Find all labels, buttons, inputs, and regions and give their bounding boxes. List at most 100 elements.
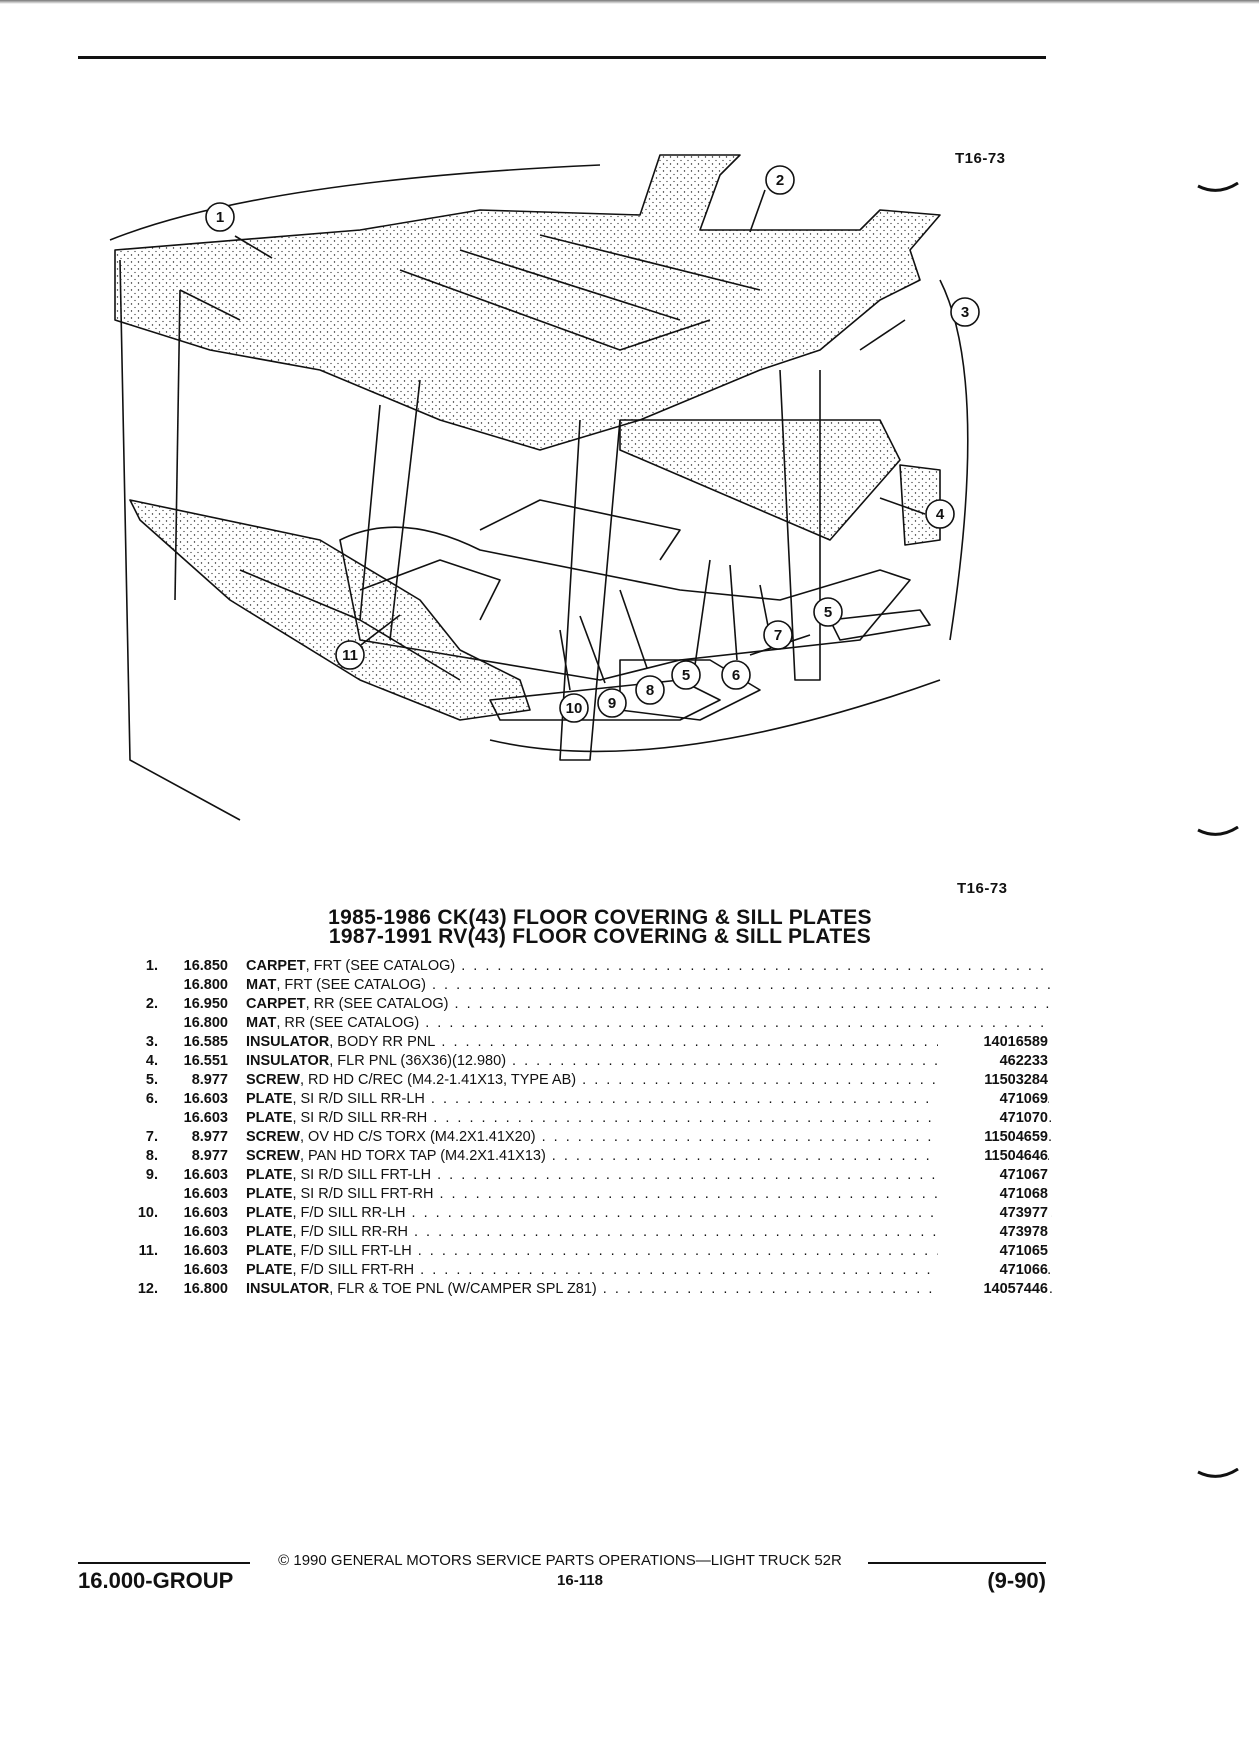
part-description: INSULATOR, FLR PNL (36X36)(12.980) . . .… <box>246 1052 1052 1071</box>
part-detail: , PAN HD TORX TAP (M4.2X1.41X13) <box>299 1148 546 1164</box>
revision-date: (9-90) <box>987 1568 1046 1593</box>
part-detail: , BODY RR PNL <box>329 1034 436 1050</box>
part-detail: , FRT (SEE CATALOG) <box>305 958 456 974</box>
figure-code-bottom: T16-73 <box>957 880 1008 897</box>
leader-dots: . . . . . . . . . . . . . . . . . . . . … <box>425 1015 1052 1031</box>
part-detail: , F/D SILL RR-LH <box>292 1205 406 1221</box>
insulator-pad-shape <box>899 464 941 546</box>
part-name: PLATE <box>246 1262 293 1278</box>
part-detail: , SI R/D SILL FRT-RH <box>292 1186 434 1202</box>
part-description: SCREW, RD HD C/REC (M4.2-1.41X13, TYPE A… <box>246 1071 1052 1090</box>
callout-5: 5 <box>824 604 832 621</box>
callout-6: 6 <box>732 667 740 684</box>
leader-dots: . . . . . . . . . . . . . . . . . . . . … <box>541 1129 1052 1145</box>
part-description: PLATE, SI R/D SILL RR-RH . . . . . . . .… <box>246 1109 1052 1128</box>
section-title-line2: 1987-1991 RV(43) FLOOR COVERING & SILL P… <box>328 925 872 948</box>
callout-4: 4 <box>936 506 945 523</box>
part-detail: , RR (SEE CATALOG) <box>305 996 449 1012</box>
leader-dots: . . . . . . . . . . . . . . . . . . . . … <box>512 1053 1052 1069</box>
part-detail: , FLR PNL (36X36)(12.980) <box>329 1053 507 1069</box>
part-description: CARPET, RR (SEE CATALOG) . . . . . . . .… <box>246 995 1052 1014</box>
part-description: PLATE, SI R/D SILL RR-LH . . . . . . . .… <box>246 1090 1052 1109</box>
callout-3: 3 <box>961 304 969 321</box>
part-name: MAT <box>246 977 277 993</box>
part-number: 14016589 <box>938 1033 1048 1052</box>
part-description: SCREW, OV HD C/S TORX (M4.2X1.41X20) . .… <box>246 1128 1052 1147</box>
part-name: CARPET <box>246 958 306 974</box>
section-title-line1: 1985-1986 CK(43) FLOOR COVERING & SILL P… <box>328 906 872 929</box>
item-number: 11. <box>138 1243 158 1259</box>
binder-hole-mark <box>1197 182 1239 192</box>
callout-1: 1 <box>216 209 224 226</box>
part-number: 471065 <box>938 1242 1048 1261</box>
part-detail: , SI R/D SILL RR-RH <box>292 1110 428 1126</box>
group-code: 16.603 <box>183 1205 228 1221</box>
group-code: 8.977 <box>191 1148 228 1164</box>
leader-dots: . . . . . . . . . . . . . . . . . . . . … <box>433 1110 1052 1126</box>
part-number: 11503284 <box>938 1071 1048 1090</box>
group-code: 16.800 <box>183 1281 228 1297</box>
part-number: 471067 <box>938 1166 1048 1185</box>
callout-11: 11 <box>342 647 358 664</box>
part-name: SCREW <box>246 1129 300 1145</box>
page-top-edge <box>0 0 1259 4</box>
item-number: 9. <box>145 1167 158 1183</box>
part-description: PLATE, F/D SILL FRT-RH . . . . . . . . .… <box>246 1261 1052 1280</box>
part-name: PLATE <box>246 1205 293 1221</box>
item-number: 6. <box>145 1091 158 1107</box>
group-code: 16.603 <box>183 1110 228 1126</box>
part-description: MAT, RR (SEE CATALOG) . . . . . . . . . … <box>246 1014 1052 1033</box>
figure-code-top: T16-73 <box>955 150 1006 167</box>
part-detail: , RR (SEE CATALOG) <box>276 1015 420 1031</box>
footer-rule-left <box>78 1562 250 1564</box>
part-name: CARPET <box>246 996 306 1012</box>
part-name: MAT <box>246 1015 277 1031</box>
leader-dots: . . . . . . . . . . . . . . . . . . . . … <box>430 1091 1052 1107</box>
group-code: 16.850 <box>183 958 228 974</box>
leader-dots: . . . . . . . . . . . . . . . . . . . . … <box>461 958 1052 974</box>
leader-dots: . . . . . . . . . . . . . . . . . . . . … <box>417 1243 1052 1259</box>
item-number: 12. <box>137 1281 158 1297</box>
part-description: PLATE, F/D SILL RR-RH . . . . . . . . . … <box>246 1223 1052 1242</box>
item-number: 5. <box>145 1072 158 1088</box>
parts-row: 16.603 PLATE, F/D SILL RR-RH . . . . . . … <box>118 1223 1052 1242</box>
leader-dots: . . . . . . . . . . . . . . . . . . . . … <box>411 1205 1052 1221</box>
part-number: 471066 <box>938 1261 1048 1280</box>
part-detail: , RD HD C/REC (M4.2-1.41X13, TYPE AB) <box>299 1072 577 1088</box>
group-code: 16.603 <box>183 1224 228 1240</box>
part-name: SCREW <box>246 1148 300 1164</box>
part-detail: , FLR & TOE PNL (W/CAMPER SPL Z81) <box>329 1281 597 1297</box>
part-name: INSULATOR <box>246 1034 330 1050</box>
item-number: 2. <box>145 996 158 1012</box>
part-name: PLATE <box>246 1224 293 1240</box>
item-number: 3. <box>145 1034 158 1050</box>
group-code: 16.800 <box>183 977 228 993</box>
part-number: 11504659 <box>938 1128 1048 1147</box>
part-number: 471069 <box>938 1090 1048 1109</box>
part-description: MAT, FRT (SEE CATALOG) . . . . . . . . .… <box>246 976 1052 995</box>
part-number: 11504646 <box>938 1147 1048 1166</box>
part-description: PLATE, F/D SILL FRT-LH . . . . . . . . .… <box>246 1242 1052 1261</box>
group-code: 16.603 <box>183 1091 228 1107</box>
part-number: 471070 <box>938 1109 1048 1128</box>
group-code: 16.603 <box>183 1167 228 1183</box>
leader-dots: . . . . . . . . . . . . . . . . . . . . … <box>439 1186 1052 1202</box>
part-number: 14057446 <box>938 1280 1048 1299</box>
part-description: PLATE, SI R/D SILL FRT-RH . . . . . . . … <box>246 1185 1052 1204</box>
parts-row: 8. 8.977 SCREW, PAN HD TORX TAP (M4.2X1.41… <box>118 1147 1052 1166</box>
part-detail: , OV HD C/S TORX (M4.2X1.41X20) <box>299 1129 536 1145</box>
item-number: 4. <box>145 1053 158 1069</box>
item-number: 7. <box>145 1129 158 1145</box>
callout-7: 7 <box>774 627 782 644</box>
part-name: PLATE <box>246 1186 293 1202</box>
part-detail: , F/D SILL FRT-LH <box>292 1243 412 1259</box>
item-number: 8. <box>145 1148 158 1164</box>
